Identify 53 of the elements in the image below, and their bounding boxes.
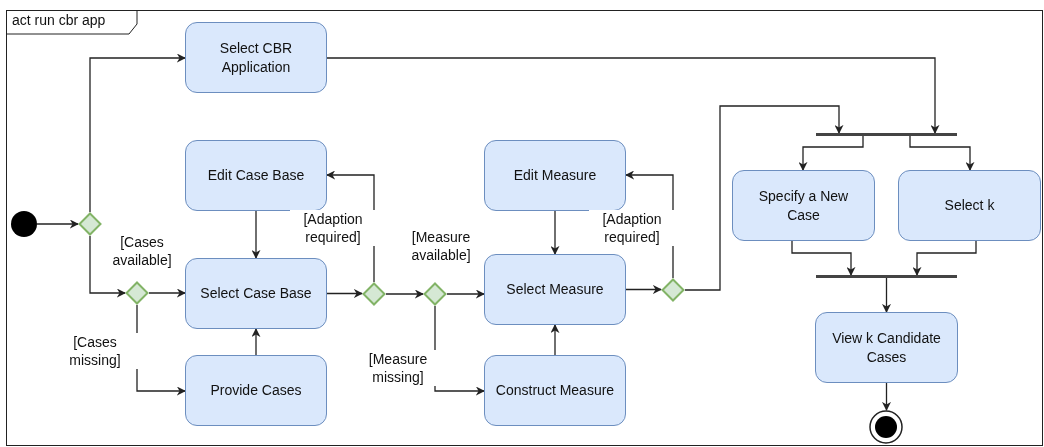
- action-box: [815, 312, 958, 383]
- arrow: [912, 240, 977, 276]
- action-label: View k Candidate Cases: [831, 329, 942, 366]
- action-box: [484, 140, 626, 211]
- arrow: [625, 285, 662, 294]
- action-label: Select Case Base: [200, 284, 312, 303]
- guard-label: [Adaption required]: [589, 210, 675, 247]
- action-label: Specify a New Case: [757, 187, 850, 224]
- action-box: [185, 140, 327, 211]
- arrow: [89, 53, 186, 213]
- action-label: Select CBR Application: [218, 39, 294, 76]
- decision-diamond: [423, 282, 447, 306]
- arrow: [550, 210, 560, 255]
- arrow: [326, 57, 940, 134]
- fork-bar: [816, 133, 957, 136]
- arrow: [36, 219, 79, 229]
- decision-diamond: [125, 281, 149, 305]
- arrow: [385, 289, 424, 299]
- frame-title: act run cbr app: [12, 12, 106, 28]
- arrow: [89, 235, 126, 298]
- final-node: [869, 410, 903, 444]
- action-label: Provide Cases: [210, 381, 302, 400]
- arrow: [251, 328, 261, 356]
- action-label: Construct Measure: [495, 381, 615, 400]
- action-box: [484, 355, 626, 426]
- action-box: [484, 254, 626, 325]
- fork-bar: [816, 275, 957, 278]
- initial-node: [11, 211, 37, 237]
- action-box: [732, 170, 875, 241]
- action-box: [898, 170, 1041, 241]
- action-label: Select Measure: [506, 280, 604, 299]
- action-label: Select k: [944, 196, 995, 215]
- arrow: [326, 289, 363, 298]
- action-box: [185, 355, 327, 426]
- decision-diamond: [362, 282, 386, 306]
- action-label: Edit Case Base: [207, 166, 305, 185]
- arrow: [798, 135, 864, 171]
- arrow: [148, 288, 186, 298]
- arrow: [909, 135, 975, 171]
- arrow: [882, 382, 891, 411]
- action-box: [185, 258, 327, 329]
- arrow: [684, 105, 844, 291]
- arrow: [791, 240, 856, 276]
- arrow: [446, 289, 485, 299]
- action-box: [185, 22, 327, 93]
- arrow: [251, 210, 261, 259]
- action-label: Edit Measure: [513, 166, 597, 185]
- decision-diamond: [78, 212, 102, 236]
- arrow: [882, 277, 891, 313]
- guard-label: [Adaption required]: [290, 210, 376, 247]
- activity-frame: [6, 10, 1043, 446]
- decision-diamond: [661, 278, 685, 302]
- arrow: [550, 324, 560, 356]
